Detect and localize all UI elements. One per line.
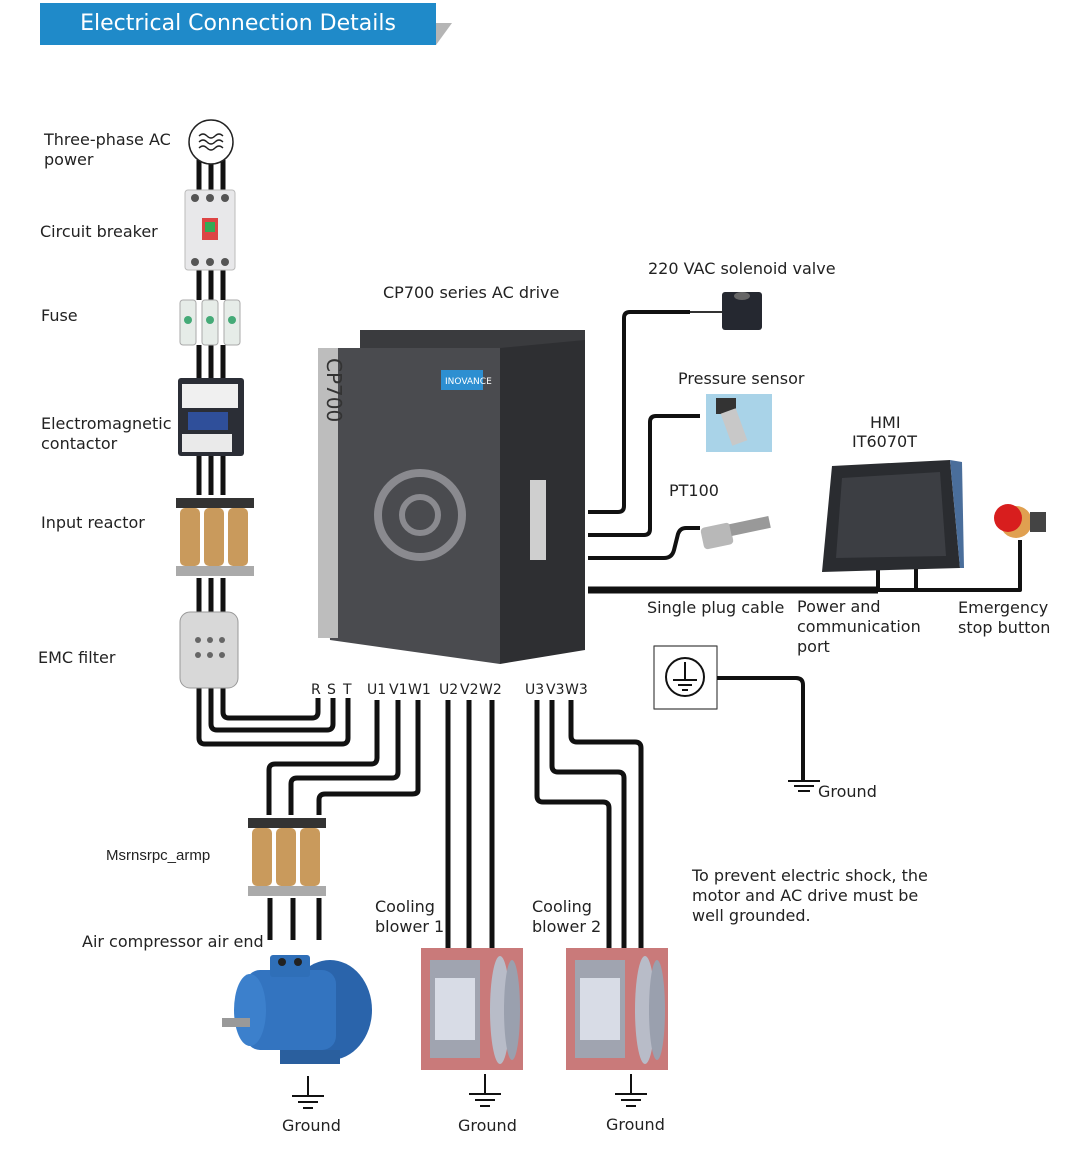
terminal-v3: V3 <box>546 682 565 698</box>
terminal-u2: U2 <box>439 682 459 698</box>
terminal-u3: U3 <box>525 682 545 698</box>
terminal-v1: V1 <box>389 682 408 698</box>
label-ground-blower-1: Ground <box>458 1116 517 1135</box>
input-bus <box>196 160 226 612</box>
blower2-icon <box>566 948 668 1070</box>
label-hmi-model: IT6070T <box>852 432 917 451</box>
terminal-w2: W2 <box>479 682 502 698</box>
motor-icon <box>222 955 372 1064</box>
blower2-wires <box>534 700 644 948</box>
reactor-icon <box>176 498 254 576</box>
pt100-sensor-icon <box>700 515 771 550</box>
label-air-end: Air compressor air end <box>82 932 264 951</box>
label-single-plug-cable: Single plug cable <box>647 598 785 617</box>
label-emergency-stop: Emergency stop button <box>958 598 1051 637</box>
blower1-icon <box>421 948 523 1070</box>
blower1-wires <box>445 700 495 948</box>
emergency-stop-icon <box>994 504 1046 538</box>
banner-tail <box>436 23 452 45</box>
label-cooling-blower-2: Cooling blower 2 <box>532 897 602 936</box>
single-plug-cable <box>588 540 1022 594</box>
terminal-s: S <box>327 682 336 698</box>
page-title: Electrical Connection Details <box>40 3 436 45</box>
ground-icon <box>469 1074 501 1107</box>
ac-source-icon <box>188 119 234 165</box>
label-pressure-sensor: Pressure sensor <box>678 369 805 388</box>
label-output-reactor: Msrnsrpc_armp <box>106 847 211 864</box>
terminal-w1: W1 <box>408 682 431 698</box>
earth-terminal-icon <box>665 657 705 697</box>
sensor-wires <box>588 310 700 560</box>
label-emc-filter: EMC filter <box>38 648 116 667</box>
terminal-w3: W3 <box>565 682 588 698</box>
terminal-r: R <box>311 682 321 698</box>
fuse-icon <box>179 299 241 346</box>
circuit-breaker-icon <box>184 189 236 271</box>
ground-icon <box>788 780 820 792</box>
motor-output-wires <box>266 700 421 815</box>
label-ac-drive: CP700 series AC drive <box>383 283 560 302</box>
contactor-icon <box>178 378 244 456</box>
hmi-panel-icon <box>822 460 964 572</box>
label-contactor: Electromagnetic contactor <box>41 414 172 453</box>
label-ground-drive: Ground <box>818 782 877 801</box>
label-solenoid-valve: 220 VAC solenoid valve <box>648 259 836 278</box>
ground-icon <box>292 1076 324 1109</box>
terminal-u1: U1 <box>367 682 387 698</box>
label-ground-motor: Ground <box>282 1116 341 1135</box>
grounding-note: To prevent electric shock, the motor and… <box>692 866 928 925</box>
reactor-to-motor-wires <box>267 898 322 940</box>
label-circuit-breaker: Circuit breaker <box>40 222 158 241</box>
emc-filter-icon <box>179 611 239 689</box>
emc-to-rst-wires <box>196 688 351 747</box>
label-three-phase-power: Three-phase AC power <box>44 130 171 169</box>
terminal-v2: V2 <box>460 682 479 698</box>
label-power-comm-port: Power and communication port <box>797 597 921 656</box>
drive-brand-text: INOVANCE <box>445 377 492 387</box>
drive-model-text: CP700 <box>322 358 346 422</box>
ac-drive-image <box>318 330 585 664</box>
output-reactor-icon <box>248 818 326 896</box>
label-pt100: PT100 <box>669 481 719 500</box>
pressure-sensor-icon <box>706 394 772 452</box>
label-fuse: Fuse <box>41 306 78 325</box>
label-cooling-blower-1: Cooling blower 1 <box>375 897 445 936</box>
label-hmi: HMI <box>870 413 901 432</box>
ground-icon <box>615 1074 647 1107</box>
terminal-t: T <box>343 682 352 698</box>
label-input-reactor: Input reactor <box>41 513 145 532</box>
label-ground-blower-2: Ground <box>606 1115 665 1134</box>
solenoid-valve-icon <box>690 292 762 330</box>
